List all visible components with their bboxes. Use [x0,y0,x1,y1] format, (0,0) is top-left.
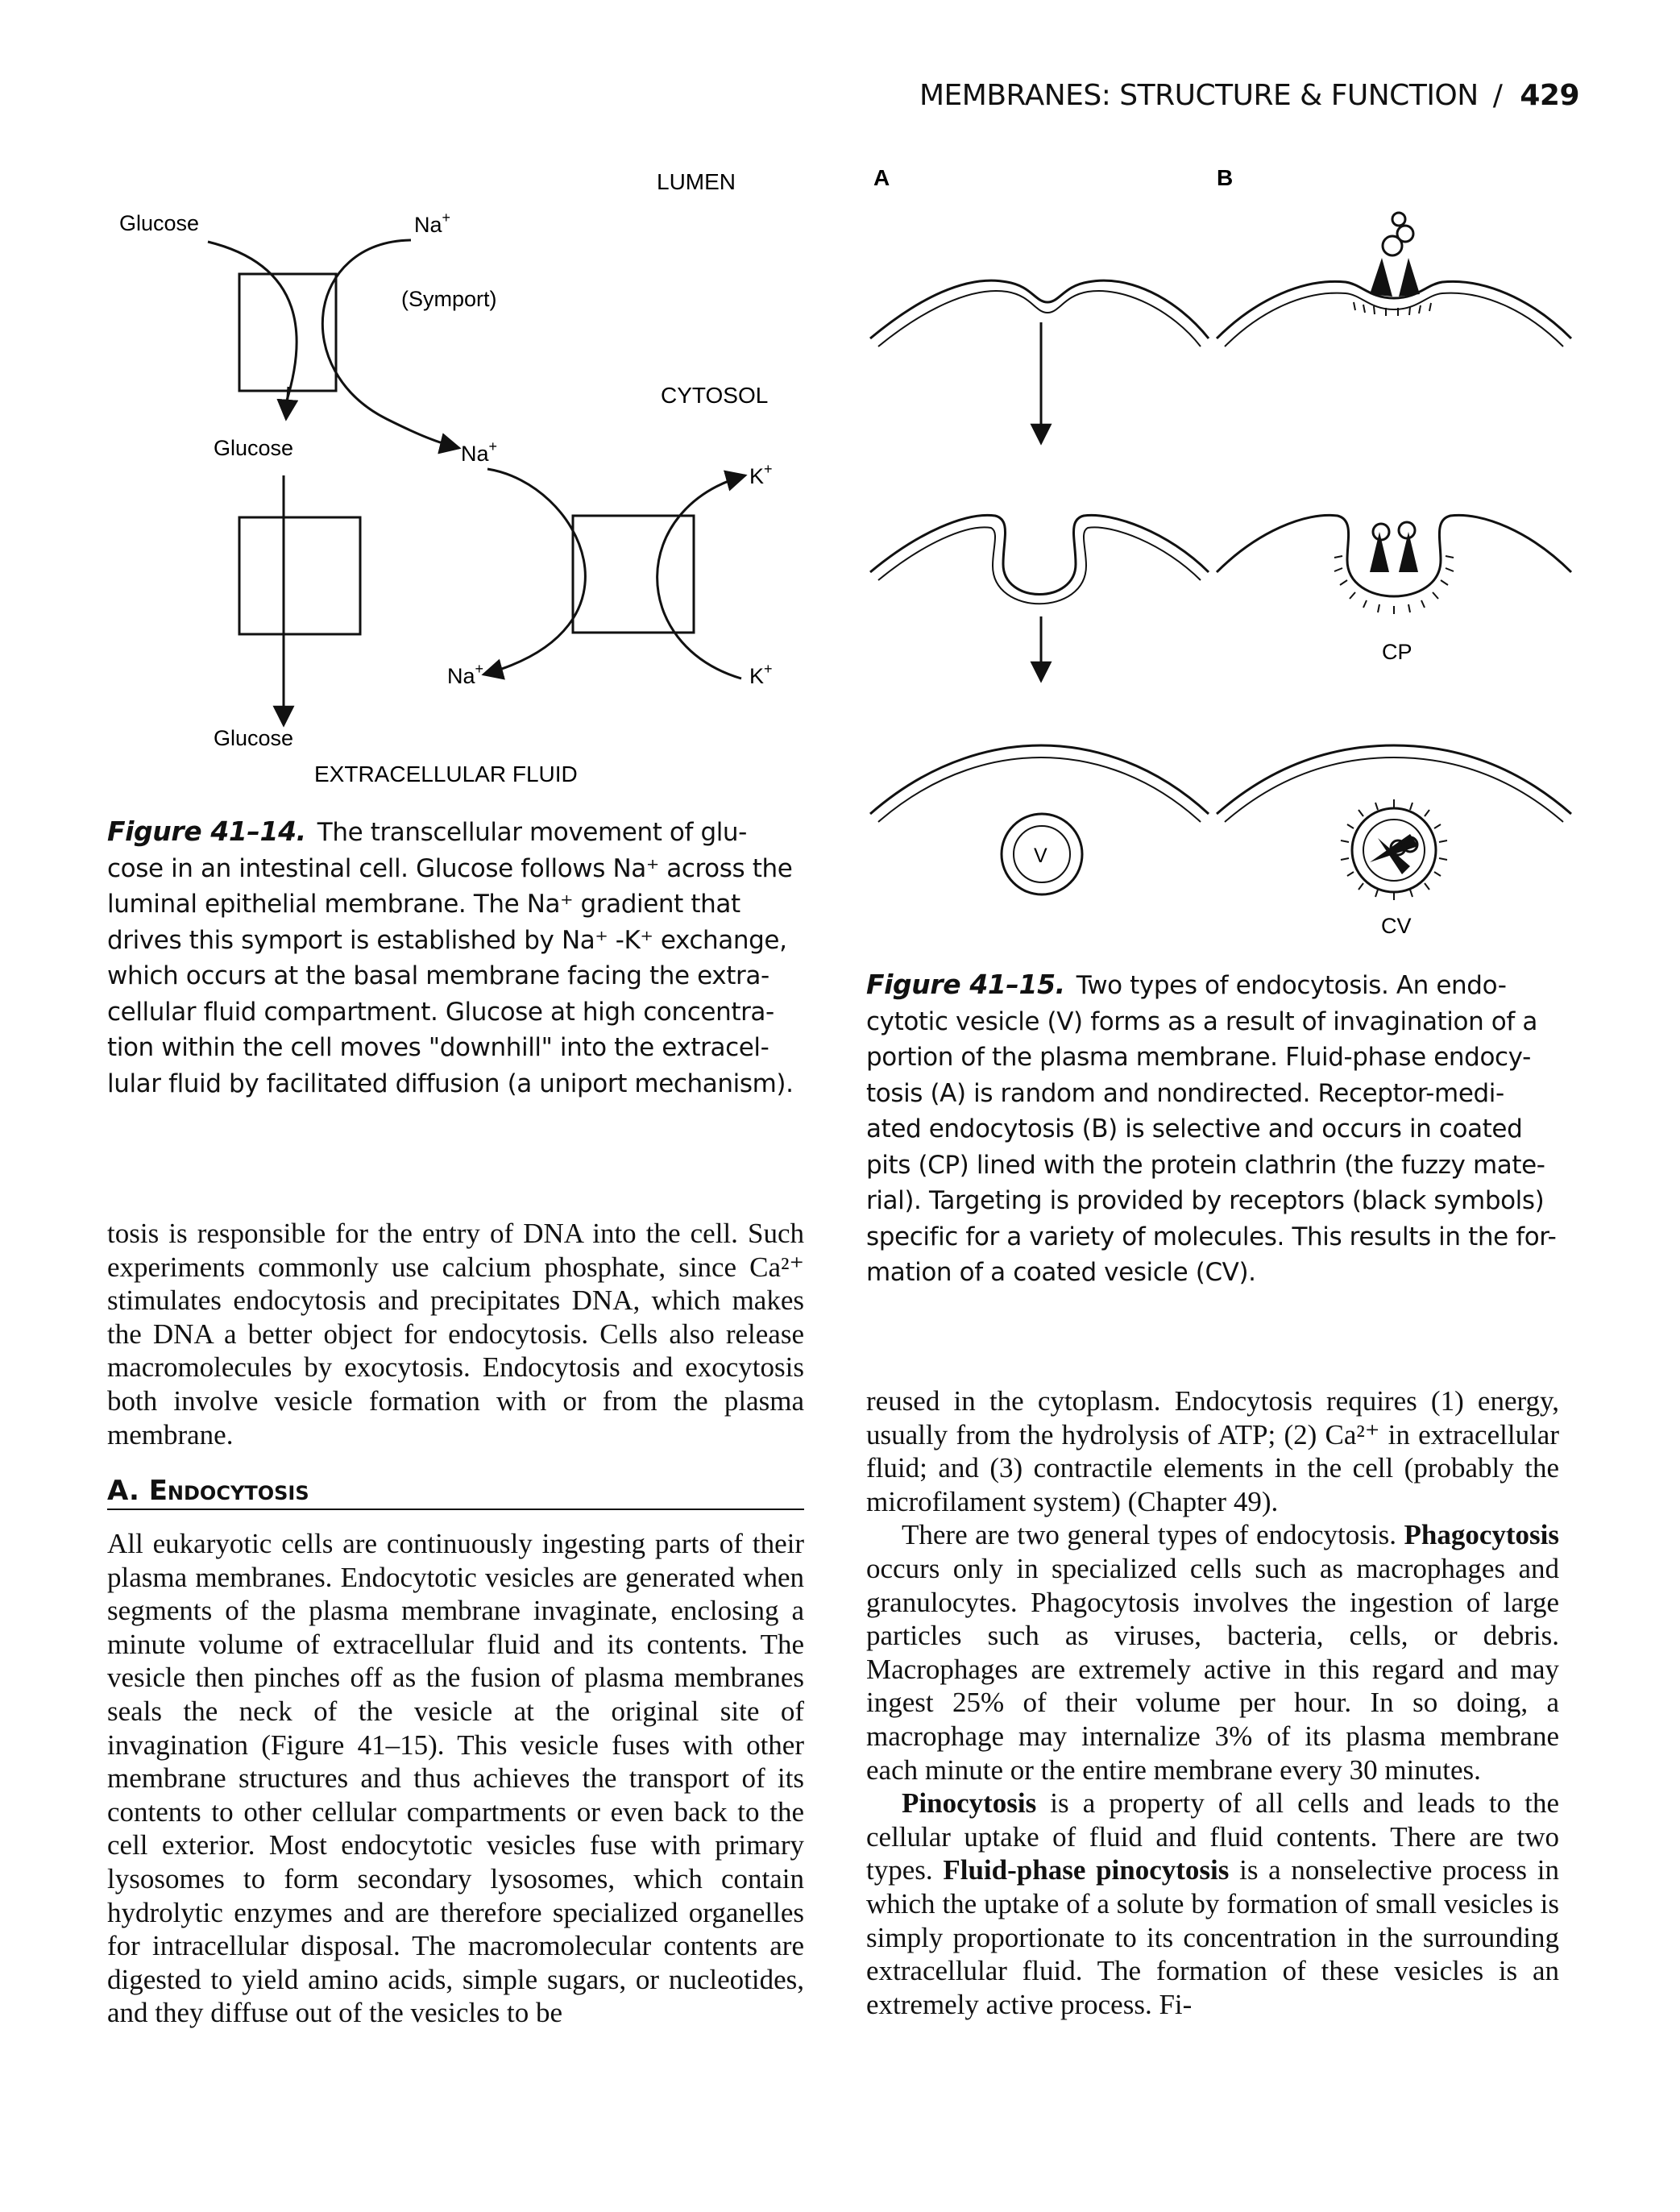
cytosol-label: CYTOSOL [661,383,768,408]
caption-line: drives this symport is established by Na… [107,925,787,955]
section-heading-text: A. Endocytosis [107,1475,309,1507]
caption-line: specific for a variety of molecules. Thi… [866,1222,1557,1251]
sodium-extracellular-label: Na+ [447,661,483,688]
term-pinocytosis: Pinocytosis [902,1787,1037,1820]
caption-line: rial). Targeting is provided by receptor… [866,1186,1545,1215]
sodium-potassium-pump-box [571,514,695,634]
caption-line: which occurs at the basal membrane facin… [107,961,769,990]
clathrin-coat-3 [1340,799,1448,900]
membrane-a-stage-1-inner [877,290,1201,347]
ligand-6 [1389,839,1407,857]
clathrin-coat-2 [1334,555,1454,614]
paragraph: tosis is responsible for the entry of DN… [107,1218,804,1450]
ligand-1 [1381,234,1404,257]
vesicle-label: V [1034,845,1047,867]
paragraph: reused in the cytoplasm. Endocytosis req… [866,1385,1559,1517]
caption-line: mation of a coated vesicle (CV). [866,1258,1256,1287]
caption-line: Two types of endocytosis. An endo- [1076,971,1507,1000]
caption-line: pits (CP) lined with the protein clathri… [866,1150,1545,1180]
membrane-b-stage-1 [1215,280,1573,340]
paragraph-rest: is a nonselective process in which the u… [866,1854,1559,2020]
caption-line: The transcellular movement of glu- [317,818,748,847]
left-column-para-1: tosis is responsible for the entry of DN… [107,1217,804,1451]
page-number: 429 [1520,79,1579,112]
membrane-a-stage-2 [869,513,1210,596]
vesicle-inner [1013,825,1071,883]
ligand-3 [1391,211,1407,227]
potassium-extracellular-label: K+ [749,661,773,688]
caption-line: lular fluid by facilitated diffusion (a … [107,1069,794,1098]
sodium-exit-arc [481,467,587,680]
caption-line: portion of the plasma membrane. Fluid-ph… [866,1043,1531,1072]
membrane-a-stage-3 [869,744,1210,815]
caption-line: cose in an intestinal cell. Glucose foll… [107,853,793,883]
sodium-lumen-label: Na+ [414,210,450,237]
clathrin-coat-1 [1353,301,1432,316]
panel-a-label: A [873,165,890,190]
coated-vesicle-label: CV [1381,914,1412,938]
extracellular-fluid-label: EXTRACELLULAR FLUID [314,762,578,786]
membrane-b-stage-3 [1216,744,1572,815]
symport-label: (Symport) [401,287,497,311]
sodium-symport-arc [321,239,462,454]
receptor-symbols-1 [1370,258,1420,297]
membrane-a-stage-1 [869,279,1210,340]
figure-41-14-diagram: LUMEN CYTOSOL Glucose (Symport) Glucose … [119,169,773,786]
membrane-b-stage-2 [1215,513,1573,598]
caption-line: cytotic vesicle (V) forms as a result of… [866,1006,1537,1036]
symporter-box [238,272,338,392]
glucose-lumen-label: Glucose [119,211,199,235]
paragraph: There are two general types of endocytos… [866,1518,1559,1787]
coated-vesicle-inner [1363,819,1425,882]
lumen-label: LUMEN [657,169,736,194]
running-head-separator: / [1492,79,1503,112]
figure-41-15-label: Figure 41–15. [866,969,1065,1000]
term-fluid-phase-pinocytosis: Fluid-phase pinocytosis [943,1854,1230,1886]
ligand-7 [1401,836,1419,853]
potassium-cytosol-label: K+ [749,461,773,488]
caption-line: ated endocytosis (B) is selective and oc… [866,1114,1523,1143]
ligand-5 [1397,521,1417,540]
membrane-a-stage-2-inner [877,526,1201,605]
panel-b-label: B [1217,165,1233,190]
term-phagocytosis: Phagocytosis [1404,1519,1560,1551]
glucose-entry-arrow [276,386,299,421]
figure-41-15-caption: Figure 41–15. Two types of endocytosis. A… [866,967,1575,1291]
caption-line: luminal epithelial membrane. The Na⁺ gra… [107,890,740,919]
glucose-extracellular-label: Glucose [214,726,293,750]
ligand-2 [1396,224,1415,243]
receptor-symbols-2 [1370,532,1418,572]
paragraph-rest: occurs only in specialized cells such as… [866,1552,1559,1786]
membrane-a-stage-3-inner [877,756,1201,823]
paragraph-mid: is a property of all cells and leads to … [866,1787,1559,1886]
paragraph: Pinocytosis is a property of all cells a… [866,1787,1559,2021]
running-head-title: MEMBRANES: STRUCTURE & FUNCTION [919,79,1479,112]
vesicle-outer [1000,812,1084,896]
right-column-text: reused in the cytoplasm. Endocytosis req… [866,1384,1559,2021]
ligand-4 [1371,522,1391,542]
section-heading: A. Endocytosis [107,1475,804,1510]
running-head: MEMBRANES: STRUCTURE & FUNCTION / 429 [878,79,1580,112]
caption-line: cellular fluid compartment. Glucose at h… [107,997,774,1027]
caption-line: tion within the cell moves "downhill" in… [107,1033,769,1062]
figure-41-14-caption: Figure 41–14. The transcellular movement … [107,814,816,1102]
caption-line: tosis (A) is random and nondirected. Rec… [866,1078,1504,1108]
figure-41-14-label: Figure 41–14. [107,815,306,847]
uniporter-box [238,516,362,636]
figure-41-15-diagram: A B CP V CV [869,165,1573,938]
left-column-para-2: All eukaryotic cells are continuously in… [107,1527,804,2030]
paragraph: All eukaryotic cells are continuously in… [107,1528,804,2029]
potassium-entry-arc [656,470,748,680]
glucose-cytosol-label: Glucose [214,436,293,460]
glucose-entry-arc [207,240,298,404]
coated-pit-label: CP [1382,640,1412,664]
membrane-b-stage-3-inner [1224,756,1564,823]
membrane-b-stage-1-inner [1224,292,1564,347]
sodium-cytosol-label: Na+ [461,438,497,466]
paragraph-lead: There are two general types of endocytos… [902,1519,1396,1551]
